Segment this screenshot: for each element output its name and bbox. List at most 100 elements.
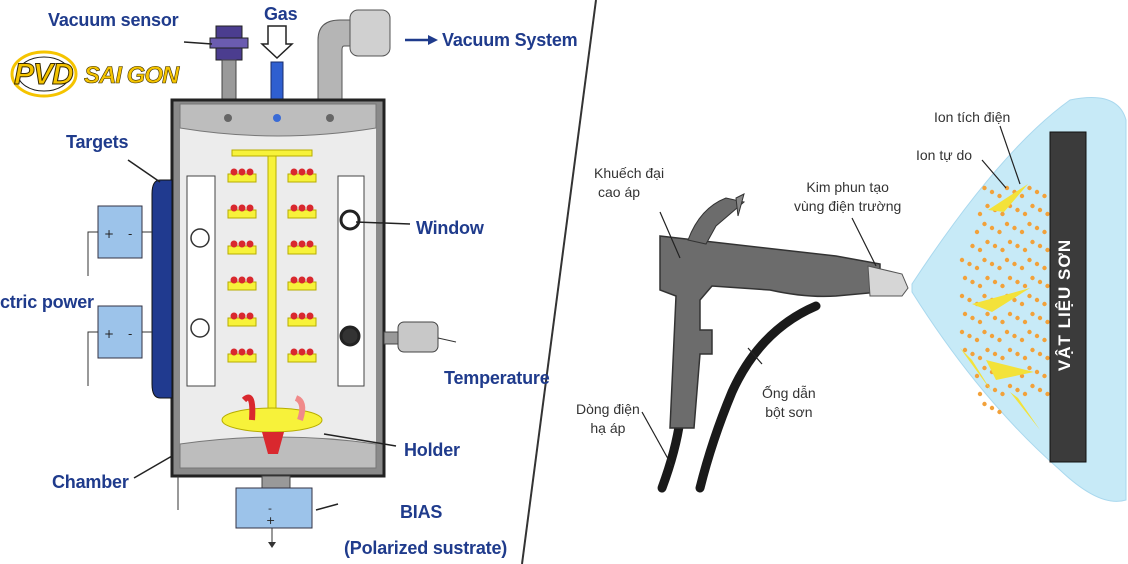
- particle-dot: [1027, 329, 1032, 335]
- particle-dot: [1042, 337, 1047, 343]
- coated-part: [287, 204, 317, 219]
- label-temperature: Temperature: [444, 368, 550, 388]
- gas-inlet-icon: [260, 25, 294, 101]
- svg-text:+: +: [266, 514, 275, 527]
- particle-dot: [1034, 297, 1040, 303]
- pvd-logo-icon: [10, 50, 78, 98]
- particle-dot: [992, 315, 998, 321]
- coated-part: [287, 312, 317, 327]
- particle-dot: [1027, 293, 1032, 299]
- particle-dot: [974, 229, 980, 235]
- label-free-ion: Ion tự do: [916, 147, 973, 163]
- svg-text:+: +: [104, 327, 114, 341]
- particle-dot: [997, 229, 1002, 235]
- coated-part: [287, 348, 317, 363]
- particle-dot: [1042, 265, 1047, 271]
- particle-dot: [1022, 283, 1028, 289]
- particle-dot: [989, 225, 995, 231]
- particle-dot: [1042, 229, 1047, 235]
- particle-dot: [1012, 261, 1017, 267]
- particle-dot: [959, 257, 965, 263]
- particle-dot: [1037, 243, 1043, 249]
- particle-dot: [992, 351, 998, 357]
- coated-part: [227, 168, 257, 183]
- particle-dot: [1007, 347, 1013, 353]
- particle-dot: [974, 373, 980, 379]
- particle-dot: [970, 351, 975, 357]
- particle-dot: [985, 311, 990, 317]
- particle-dot: [1000, 211, 1005, 217]
- particle-dot: [1007, 311, 1013, 317]
- spray-gun-icon: [659, 193, 909, 429]
- coated-part: [287, 240, 317, 255]
- particle-dot: [1004, 329, 1010, 335]
- particle-dot: [985, 239, 990, 245]
- label-needle: Kim phun tạo vùng điện trường: [794, 179, 902, 214]
- particle-dot: [1019, 373, 1025, 379]
- particle-dot: [1000, 319, 1005, 325]
- label-window: Window: [416, 218, 484, 238]
- window-icon: [337, 175, 365, 387]
- particle-dot: [1037, 387, 1043, 393]
- particle-dot: [1027, 221, 1032, 227]
- particle-dot: [1045, 355, 1050, 361]
- particle-dot: [1042, 373, 1047, 379]
- coated-part: [287, 168, 317, 183]
- particle-dot: [982, 221, 987, 227]
- particle-dot: [997, 337, 1002, 343]
- particle-dot: [1030, 275, 1035, 281]
- svg-text:-: -: [268, 502, 272, 515]
- particle-dot: [1022, 391, 1028, 397]
- material-board: [1049, 131, 1087, 463]
- leader-lines: [127, 41, 411, 511]
- particle-dot: [1027, 257, 1032, 263]
- particle-dot: [1022, 211, 1028, 217]
- particle-dot: [997, 265, 1002, 271]
- temperature-probe-icon: [383, 321, 457, 353]
- particle-dot: [1034, 369, 1040, 375]
- particle-dot: [997, 193, 1002, 199]
- particle-dot: [992, 387, 998, 393]
- particle-dot: [962, 275, 968, 281]
- label-bias-sub: (Polarized sustrate): [344, 538, 508, 558]
- gun-leader-lines: [641, 125, 1021, 467]
- particle-dot: [1030, 239, 1035, 245]
- panel-divider: [521, 0, 597, 564]
- particle-dot: [1000, 283, 1005, 289]
- label-vacuum-sensor: Vacuum sensor: [48, 10, 179, 30]
- holder-icon: [221, 149, 323, 454]
- particle-dot: [967, 297, 972, 303]
- svg-text:+: +: [104, 227, 114, 241]
- particle-dot: [959, 329, 965, 335]
- target-icon: [151, 175, 216, 399]
- particle-dot: [1034, 225, 1040, 231]
- bias-icon: - +: [177, 475, 313, 548]
- particle-dot: [1007, 275, 1013, 281]
- particle-dot: [1034, 333, 1040, 339]
- particle-dot: [992, 243, 998, 249]
- particle-dot: [1030, 347, 1035, 353]
- label-charged-ion: Ion tích điện: [934, 109, 1011, 125]
- particle-dot: [1000, 391, 1005, 397]
- particle-dot: [962, 311, 968, 317]
- particle-dot: [1000, 247, 1005, 253]
- label-holder: Holder: [404, 440, 460, 460]
- particle-dot: [1015, 279, 1020, 285]
- label-amplifier: Khuếch đại cao áp: [594, 165, 665, 200]
- particle-dot: [985, 347, 990, 353]
- particle-dot: [985, 203, 990, 209]
- particle-dot: [982, 293, 987, 299]
- particle-dot: [967, 261, 972, 267]
- vacuum-pipe-icon: [317, 9, 391, 101]
- particle-dot: [977, 247, 983, 253]
- particle-dot: [1037, 279, 1043, 285]
- particle-dot: [1045, 391, 1050, 397]
- coated-parts: [227, 168, 317, 363]
- particle-dot: [1004, 257, 1010, 263]
- vacuum-sensor-icon: [209, 25, 249, 101]
- particle-dot: [992, 279, 998, 285]
- label-targets: Targets: [66, 132, 129, 152]
- particle-dot: [970, 279, 975, 285]
- particle-dot: [959, 293, 965, 299]
